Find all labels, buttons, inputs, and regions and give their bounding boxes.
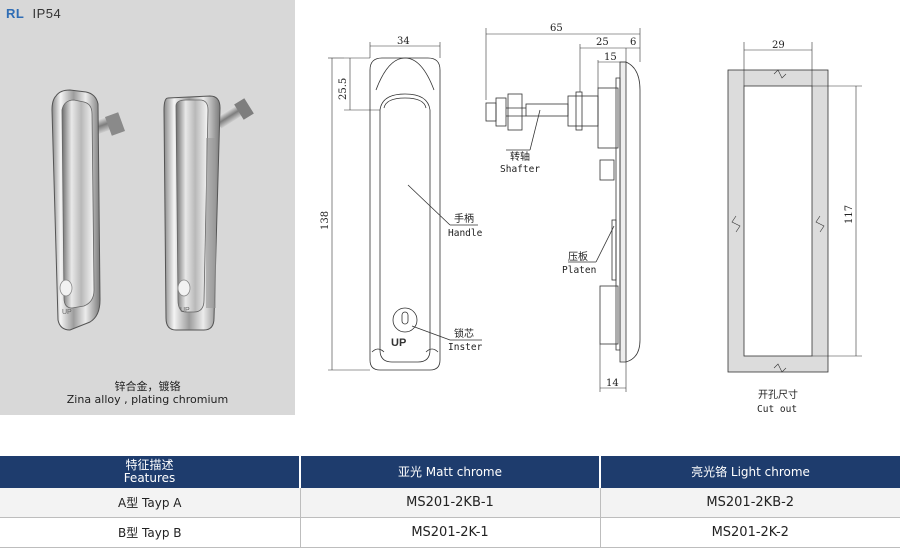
series-label: RL [6, 6, 25, 21]
header-features: 特征描述 Features [0, 456, 301, 488]
front-view [369, 57, 482, 371]
product-photo-panel: RL IP54 [0, 0, 295, 415]
dim-side-15: 15 [604, 52, 617, 63]
cutout-view [727, 42, 862, 373]
lock-b-badge: UP [180, 307, 190, 314]
table-row: A型 Tayp A MS201-2KB-1 MS201-2KB-2 [0, 488, 900, 518]
label-cutout-cn: 开孔尺寸 [758, 388, 798, 401]
dim-side-25: 25 [596, 37, 609, 48]
dim-side-total: 65 [550, 23, 563, 34]
material-caption-en: Zina alloy , plating chromium [66, 393, 229, 406]
label-inster-en: Inster [448, 342, 483, 353]
spec-table: 特征描述 Features 亚光 Matt chrome 亮光铬 Light c… [0, 456, 900, 548]
dim-side-6: 6 [630, 37, 636, 48]
dim-cut-height: 117 [844, 205, 855, 224]
lock-photo-a: UP [51, 89, 125, 331]
header-light-chrome: 亮光铬 Light chrome [600, 456, 900, 488]
row-a-matt: MS201-2KB-1 [300, 488, 601, 518]
row-a-feature: A型 Tayp A [0, 488, 301, 518]
label-handle-en: Handle [448, 228, 483, 239]
lock-photo-b: UP [163, 95, 254, 331]
model-label: RL IP54 [6, 6, 61, 21]
dim-top-offset: 25.5 [338, 78, 349, 100]
label-cutout-en: Cut out [757, 404, 797, 415]
header-features-en: Features [123, 471, 176, 485]
ip-rating-label: IP54 [32, 6, 62, 21]
row-b-light: MS201-2K-2 [600, 517, 900, 548]
table-header-row: 特征描述 Features 亚光 Matt chrome 亮光铬 Light c… [0, 456, 900, 488]
side-dimensions [485, 28, 641, 392]
label-handle-cn: 手柄 [454, 212, 474, 225]
row-b-feature: B型 Tayp B [0, 517, 301, 548]
dim-cut-width: 29 [772, 40, 785, 51]
dim-front-width: 34 [397, 36, 410, 47]
label-platen-en: Platen [562, 265, 596, 276]
dim-height: 138 [320, 211, 331, 230]
row-a-light: MS201-2KB-2 [600, 488, 900, 518]
label-platen-cn: 压板 [568, 250, 588, 263]
header-features-cn: 特征描述 [125, 458, 174, 472]
front-dimensions [328, 42, 441, 371]
lock-a-badge: UP [62, 309, 72, 316]
material-caption-cn: 锌合金，镀铬 [114, 380, 181, 393]
technical-drawing: 34 25.5 138 65 25 6 15 14 29 117 转轴 Shaf… [320, 23, 862, 415]
label-inster-cn: 锁芯 [454, 327, 474, 340]
row-b-matt: MS201-2K-1 [300, 517, 601, 548]
label-shafter-cn: 转轴 [510, 150, 530, 163]
drawing-up-badge: UP [391, 337, 406, 349]
table-row: B型 Tayp B MS201-2K-1 MS201-2K-2 [0, 517, 900, 548]
product-photo: UP UP [51, 89, 254, 331]
label-shafter-en: Shafter [500, 164, 540, 175]
dim-side-14: 14 [606, 378, 619, 389]
side-view [485, 61, 641, 363]
header-matt-chrome: 亚光 Matt chrome [300, 456, 601, 488]
